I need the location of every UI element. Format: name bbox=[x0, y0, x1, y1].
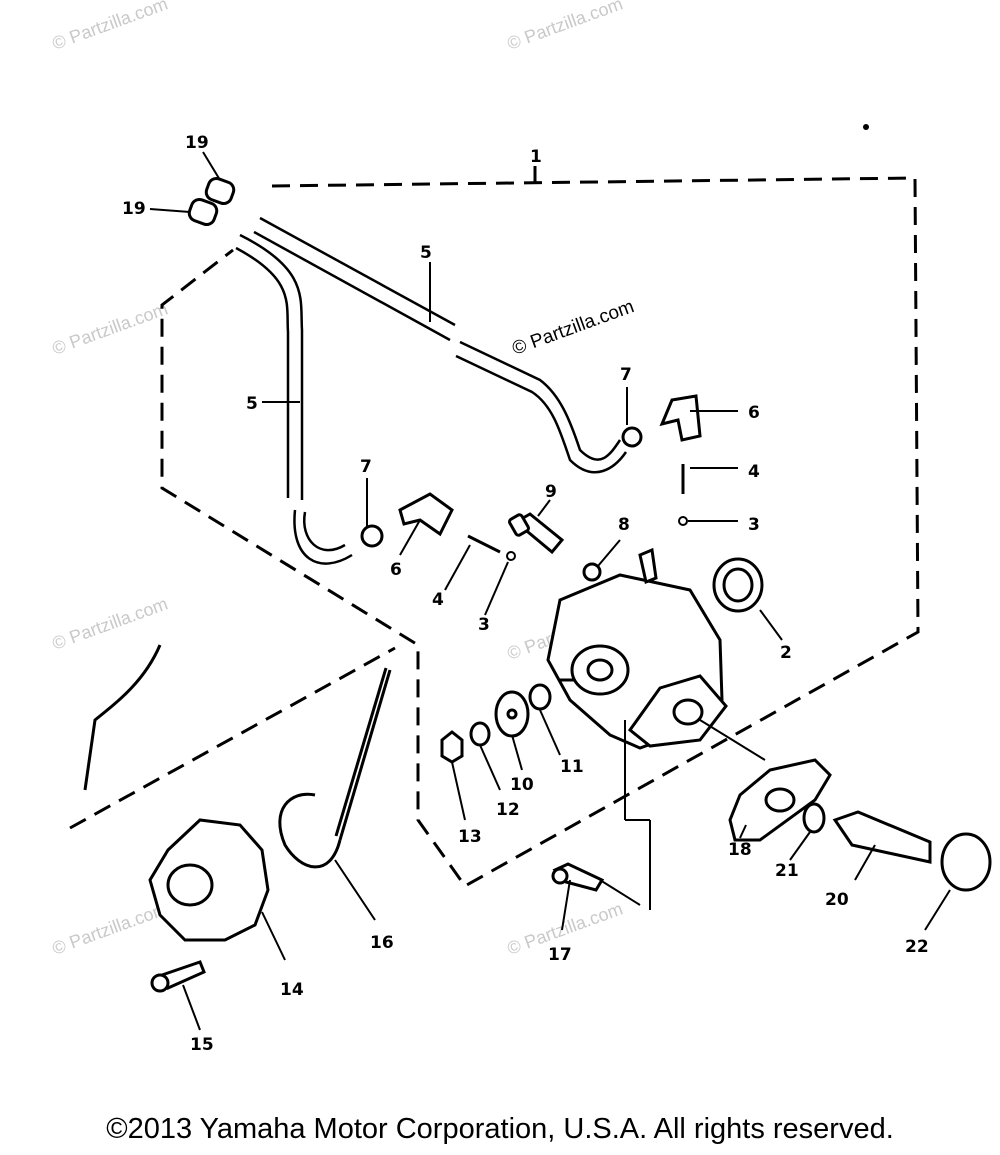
callout-9: 9 bbox=[545, 482, 557, 502]
copyright-notice: ©2013 Yamaha Motor Corporation, U.S.A. A… bbox=[106, 1113, 894, 1145]
callout-15: 15 bbox=[190, 1035, 214, 1055]
leader-lines bbox=[149, 151, 951, 1031]
washers-nuts bbox=[440, 683, 552, 764]
hoses-inner bbox=[235, 230, 628, 565]
oil-seal-2 bbox=[712, 557, 764, 613]
callout-1: 1 bbox=[530, 147, 542, 167]
callout-8: 8 bbox=[618, 515, 630, 535]
drive-parts bbox=[728, 758, 992, 892]
callout-4: 4 bbox=[432, 590, 444, 610]
callout-21: 21 bbox=[775, 861, 799, 881]
watermark: © Partzilla.com bbox=[50, 593, 171, 653]
dot-mark bbox=[863, 124, 869, 130]
callout-4: 4 bbox=[748, 462, 760, 482]
callout-3: 3 bbox=[478, 615, 490, 635]
callout-20: 20 bbox=[825, 890, 849, 910]
watermark: © Partzilla.com bbox=[50, 898, 171, 958]
callout-16: 16 bbox=[370, 933, 394, 953]
callout-6: 6 bbox=[748, 403, 760, 423]
callout-7: 7 bbox=[620, 365, 632, 385]
callout-19: 19 bbox=[185, 133, 209, 153]
watermark: © Partzilla.com bbox=[505, 0, 626, 54]
watermark: © Partzilla.com bbox=[50, 298, 171, 358]
callout-19: 19 bbox=[122, 199, 146, 219]
springs bbox=[467, 464, 685, 554]
cables bbox=[83, 644, 392, 869]
callout-22: 22 bbox=[905, 937, 929, 957]
callout-14: 14 bbox=[280, 980, 304, 1000]
callouts: 1 2 3 3 4 4 5 5 6 6 7 7 8 9 10 11 12 13 … bbox=[122, 133, 929, 1055]
watermark: © Partzilla.com bbox=[50, 0, 171, 54]
callout-13: 13 bbox=[458, 827, 482, 847]
collar-19-parts bbox=[187, 176, 236, 227]
oil-pump-body bbox=[546, 547, 728, 750]
callout-12: 12 bbox=[496, 800, 520, 820]
callout-2: 2 bbox=[780, 643, 792, 663]
assembly-boundary bbox=[69, 176, 920, 888]
callout-5: 5 bbox=[420, 243, 432, 263]
callout-18: 18 bbox=[728, 840, 752, 860]
callout-10: 10 bbox=[510, 775, 534, 795]
bolt-9 bbox=[508, 512, 565, 555]
callout-17: 17 bbox=[548, 945, 572, 965]
callout-5: 5 bbox=[246, 394, 258, 414]
hose-fittings bbox=[360, 394, 702, 548]
callout-11: 11 bbox=[560, 757, 584, 777]
check-balls bbox=[506, 516, 688, 561]
callout-7: 7 bbox=[360, 457, 372, 477]
callout-3: 3 bbox=[748, 515, 760, 535]
callout-6: 6 bbox=[390, 560, 402, 580]
hoses bbox=[239, 216, 622, 552]
cover-and-cable bbox=[148, 818, 605, 993]
watermark-center: © Partzilla.com bbox=[510, 296, 637, 360]
